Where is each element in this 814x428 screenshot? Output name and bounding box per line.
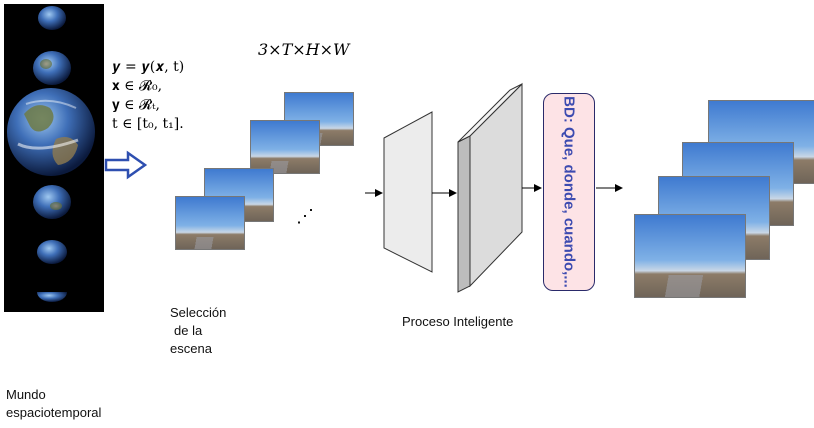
world-label-line-2: espaciotemporal bbox=[6, 405, 102, 420]
earth-sequence-panel bbox=[4, 4, 104, 312]
scene-selection-line-2: de la bbox=[174, 323, 203, 338]
scene-selection-label: Selección de la escena bbox=[170, 304, 226, 358]
earth-medium-2 bbox=[33, 185, 71, 219]
box-layer-top bbox=[457, 83, 523, 143]
more-frames-ellipsis: ⋰ bbox=[296, 206, 314, 226]
database-text: BD: Que, donde, cuando,... bbox=[560, 96, 578, 288]
tensor-dimensions-label: 3×T×H×W bbox=[258, 40, 350, 59]
equation-line-3: 𝐲 ∈ 𝓡ₜ, bbox=[112, 97, 160, 113]
earth-small-3 bbox=[37, 292, 67, 302]
scene-selection-line-3: escena bbox=[170, 341, 212, 356]
world-label-line-1: Mundo bbox=[6, 387, 46, 402]
box-layer-face bbox=[469, 82, 523, 288]
equation-block: 𝒚 = 𝒚(𝒙, t) 𝐱 ∈ 𝓡₀, 𝐲 ∈ 𝓡ₜ, t ∈ [t₀, t₁]… bbox=[112, 58, 184, 134]
trapezoid-layer bbox=[383, 111, 433, 273]
output-frame-1 bbox=[634, 214, 746, 298]
earth-medium-1 bbox=[33, 51, 71, 85]
equation-line-1: 𝒚 = 𝒚(𝒙, t) bbox=[112, 59, 185, 75]
box-layer-side bbox=[457, 135, 471, 293]
database-box: BD: Que, donde, cuando,... bbox=[543, 93, 595, 291]
hollow-arrow-icon bbox=[104, 150, 148, 180]
earth-sequence-graphic bbox=[7, 6, 95, 302]
earth-small-2 bbox=[37, 240, 67, 264]
equation-line-4: t ∈ [t₀, t₁]. bbox=[112, 116, 184, 132]
earth-small-1 bbox=[38, 6, 66, 30]
equation-line-2: 𝐱 ∈ 𝓡₀, bbox=[112, 78, 163, 94]
input-frame-3 bbox=[250, 120, 320, 174]
input-frame-1 bbox=[175, 196, 245, 250]
network-diagram bbox=[365, 82, 623, 293]
scene-selection-line-1: Selección bbox=[170, 305, 227, 320]
world-label: Mundo espaciotemporal bbox=[6, 386, 101, 422]
intelligent-process-label: Proceso Inteligente bbox=[402, 314, 514, 329]
